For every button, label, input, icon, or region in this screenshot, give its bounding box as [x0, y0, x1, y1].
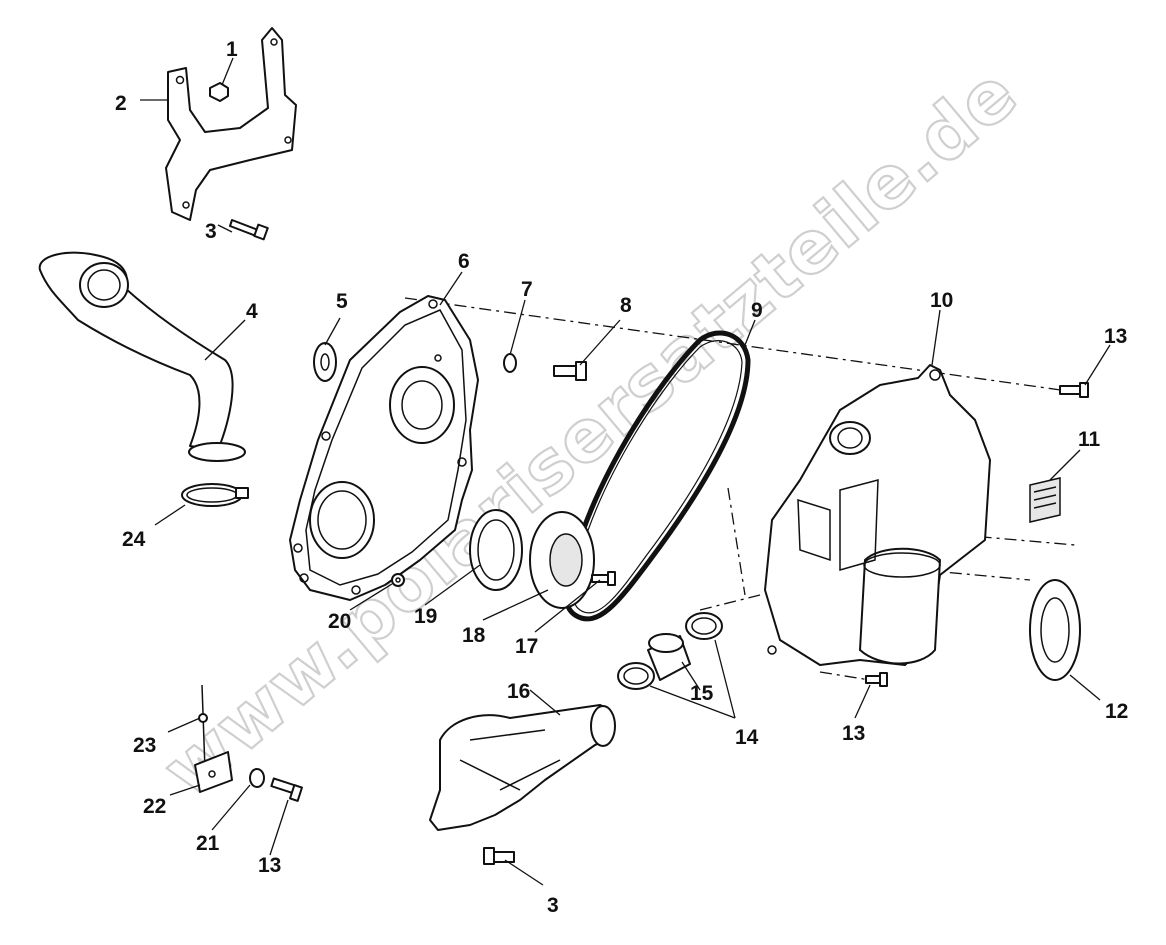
duct-clamp-left [617, 662, 655, 690]
callout-14: 14 [735, 726, 759, 749]
callout-21: 21 [196, 832, 220, 855]
coupling-sleeve [647, 633, 691, 681]
bearing-plate [529, 511, 595, 609]
callout-3-upper: 3 [205, 220, 217, 243]
callout-2: 2 [115, 92, 127, 115]
warning-decal [1029, 477, 1061, 523]
callout-6: 6 [458, 250, 470, 273]
callout-1: 1 [226, 38, 238, 61]
gasket-ring [1029, 579, 1081, 681]
mounting-bracket [165, 27, 297, 221]
callout-4: 4 [246, 300, 258, 323]
callout-13-left: 13 [258, 854, 281, 877]
nut [209, 82, 229, 102]
callout-17: 17 [515, 635, 538, 658]
bracket-screw [270, 777, 303, 802]
duct-clamp-right [685, 612, 723, 640]
washer-large [313, 342, 337, 382]
callout-22: 22 [143, 795, 166, 818]
callout-15: 15 [690, 682, 714, 705]
callout-numbers: 1 2 3 4 5 6 7 8 9 10 11 12 13 13 13 14 1… [115, 38, 1128, 917]
leader-lines [140, 57, 1111, 886]
callout-13-top: 13 [1104, 325, 1127, 348]
callout-10: 10 [930, 289, 953, 312]
clip-bracket [194, 751, 233, 793]
callout-13-bottom: 13 [842, 722, 865, 745]
callout-24: 24 [122, 528, 146, 551]
drive-belt [563, 330, 751, 622]
exhaust-duct [429, 704, 616, 831]
callout-9: 9 [751, 299, 763, 322]
outer-cover [764, 364, 991, 666]
callout-11: 11 [1078, 428, 1101, 451]
oil-seal [469, 509, 523, 591]
callout-5: 5 [336, 290, 348, 313]
bolt-lower [483, 847, 515, 865]
washer-small [503, 353, 517, 373]
callout-8: 8 [620, 294, 632, 317]
small-washer [391, 573, 405, 587]
callout-7: 7 [521, 278, 533, 301]
bolt-upper [229, 219, 269, 241]
cover-screw-bottom [865, 672, 888, 687]
callout-12: 12 [1105, 700, 1128, 723]
plate-screw [591, 571, 616, 586]
callout-3-lower: 3 [547, 894, 559, 917]
intake-duct [38, 251, 246, 462]
hose-clamp [181, 483, 249, 507]
bracket-washer [249, 768, 265, 788]
callout-19: 19 [414, 605, 437, 628]
callout-18: 18 [462, 624, 486, 647]
screw [553, 361, 587, 381]
callout-23: 23 [133, 734, 156, 757]
callout-20: 20 [328, 610, 351, 633]
cover-screw-top [1059, 382, 1089, 398]
inner-cover [289, 295, 479, 601]
callout-16: 16 [507, 680, 530, 703]
